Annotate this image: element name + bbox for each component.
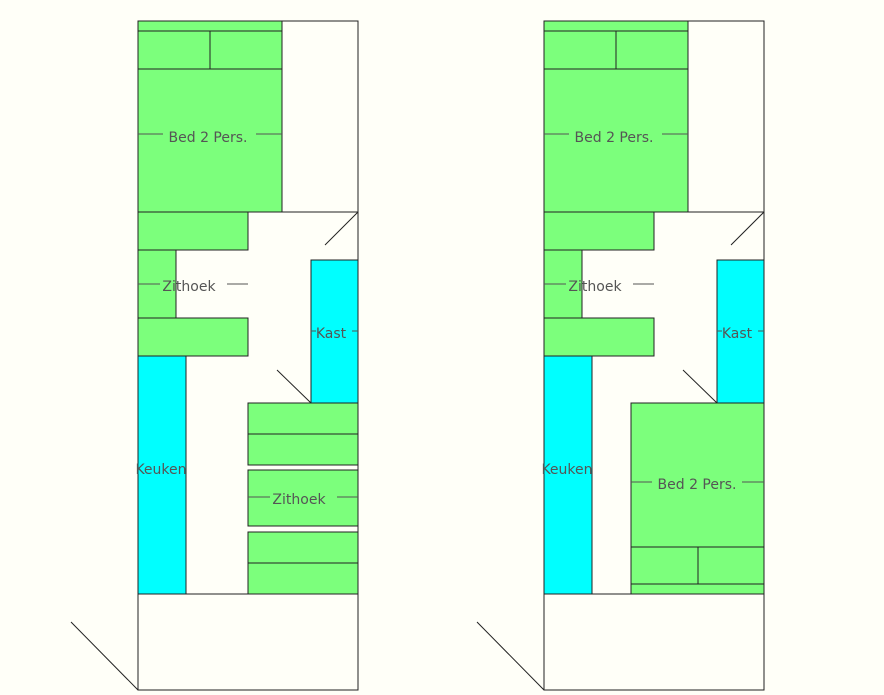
seating-bottom: Zithoek <box>247 402 359 595</box>
kitchen-label: Keuken <box>135 462 186 478</box>
bed-top: Bed 2 Pers. <box>543 20 689 213</box>
kitchen: Keuken <box>541 355 593 595</box>
bed-top-label: Bed 2 Pers. <box>575 130 654 146</box>
door-swing-lower <box>276 369 312 404</box>
plan-left: Bed 2 Pers. Zithoek Kast Keuken <box>70 20 359 691</box>
seating-top: Zithoek <box>543 211 655 357</box>
bed-bottom-label: Bed 2 Pers. <box>658 477 737 493</box>
door-swing-upper <box>324 211 359 246</box>
cupboard-label: Kast <box>722 326 753 342</box>
seating-top-label: Zithoek <box>568 279 622 295</box>
cupboard: Kast <box>310 259 359 404</box>
cupboard: Kast <box>716 259 765 404</box>
seating-top: Zithoek <box>137 211 249 357</box>
door-swing-entrance <box>70 621 139 691</box>
plan-right: Bed 2 Pers. Zithoek Kast Keuken <box>476 20 765 691</box>
bed-top: Bed 2 Pers. <box>137 20 283 213</box>
bed-bottom: Bed 2 Pers. <box>630 402 765 595</box>
seating-bottom-label: Zithoek <box>272 492 326 508</box>
seating-top-label: Zithoek <box>162 279 216 295</box>
door-swing-lower <box>682 369 718 404</box>
door-swing-upper <box>730 211 765 246</box>
bed-top-label: Bed 2 Pers. <box>169 130 248 146</box>
kitchen-label: Keuken <box>541 462 592 478</box>
cupboard-label: Kast <box>316 326 347 342</box>
kitchen: Keuken <box>135 355 187 595</box>
door-swing-entrance <box>476 621 545 691</box>
